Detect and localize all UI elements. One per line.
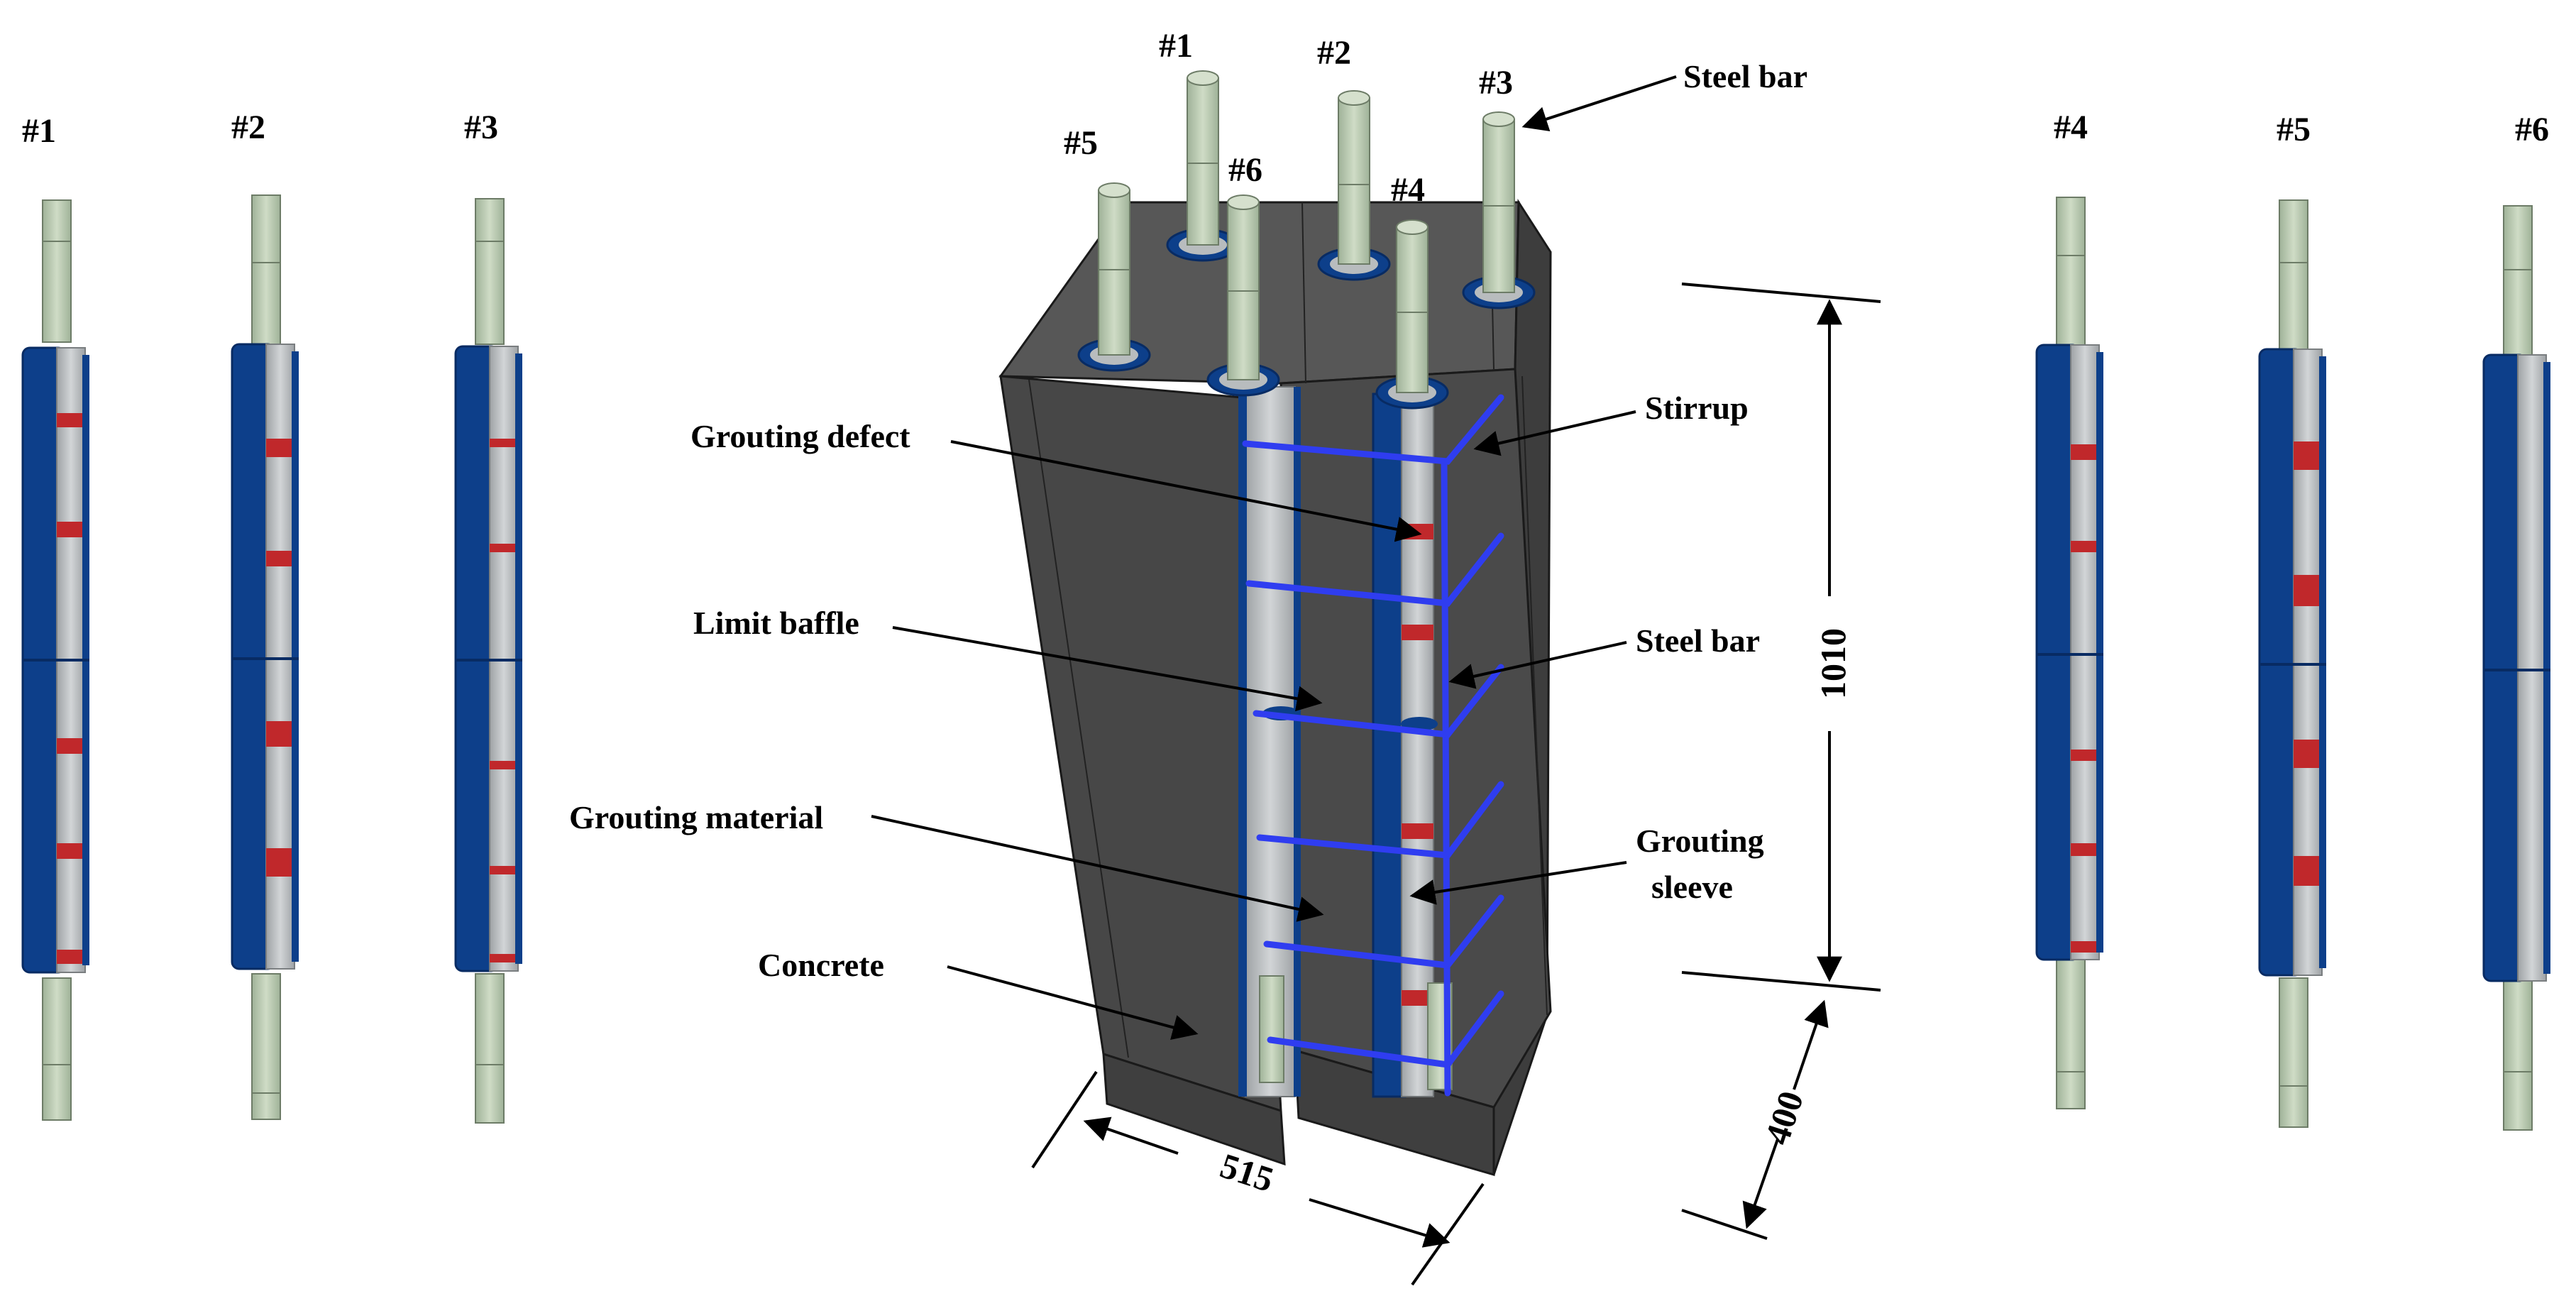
steel-bar-4 — [1396, 219, 1429, 393]
callout-steel-bar-side: Steel bar — [1636, 622, 1760, 659]
specimen-label: #4 — [2054, 109, 2088, 146]
grouting-defect — [266, 439, 292, 457]
steel-bar-2 — [1338, 90, 1370, 265]
grouting-defect — [2294, 740, 2319, 768]
grouting-defect — [266, 551, 292, 566]
grouting-sleeve — [1372, 393, 1407, 1098]
dimension-height: 1010 — [1813, 628, 1853, 699]
left-specimens: #1 #2 — [21, 109, 522, 1124]
grouting-defect — [1402, 823, 1433, 839]
callout-grouting-sleeve-line1: Grouting — [1636, 823, 1764, 859]
specimen-label: #5 — [2277, 111, 2311, 148]
specimen-3: #3 — [454, 109, 522, 1124]
grouting-defect — [2071, 941, 2096, 953]
steel-bar-3 — [1482, 111, 1515, 293]
grouting-defect — [2294, 575, 2319, 606]
grouting-defect — [2294, 856, 2319, 886]
steel-bar-1 — [1187, 70, 1219, 246]
bar-label-4: #4 — [1391, 171, 1425, 209]
specimen-3d-model: #1 #2 #3 #4 #5 #6 — [998, 27, 1552, 1176]
steel-bar-5 — [1098, 182, 1130, 356]
callout-limit-baffle: Limit baffle — [693, 605, 859, 641]
specimen-2: #2 — [231, 109, 299, 1120]
callouts: Steel bar Stirrup Grouting defect Steel … — [569, 58, 1807, 1040]
bar-label-3: #3 — [1479, 64, 1513, 101]
specimen-6: #6 — [2482, 111, 2550, 1131]
callout-grouting-sleeve-line2: sleeve — [1651, 869, 1733, 905]
callout-grouting-material: Grouting material — [569, 799, 823, 835]
grouting-defect — [490, 544, 515, 552]
grouting-defect — [2294, 441, 2319, 470]
grouting-defect — [266, 721, 292, 747]
grouting-defect — [490, 954, 515, 962]
callout-concrete: Concrete — [758, 947, 884, 983]
concrete-base — [1102, 1052, 1286, 1166]
callout-stirrup: Stirrup — [1645, 390, 1749, 426]
specimen-4: #4 — [2035, 109, 2103, 1109]
steel-bar-6 — [1227, 194, 1260, 380]
specimen-label: #2 — [231, 109, 265, 146]
steel-bars — [1098, 70, 1515, 393]
specimen-label: #6 — [2515, 111, 2549, 148]
steel-bar-bottom — [1259, 975, 1284, 1083]
grouting-defect — [57, 522, 82, 537]
grouting-defect — [2071, 541, 2096, 552]
grouting-defect — [57, 843, 82, 859]
bar-label-6: #6 — [1228, 151, 1262, 189]
specimen-label: #1 — [22, 112, 56, 150]
bar-label-2: #2 — [1317, 34, 1351, 72]
specimen-1: #1 — [21, 112, 89, 1121]
grouting-defect — [266, 848, 292, 877]
stirrups — [1242, 394, 1504, 1097]
grouting-defect — [490, 866, 515, 874]
grouting-defect — [2071, 750, 2096, 761]
grouting-defect — [1402, 990, 1433, 1006]
specimen-label: #3 — [464, 109, 498, 146]
grouting-defect — [2071, 843, 2096, 856]
right-specimens: #4 #5 — [2035, 109, 2550, 1131]
dimension-width-line-right — [1309, 1198, 1451, 1248]
dimension-depth: 400 — [1757, 1086, 1811, 1149]
grouting-defect — [490, 439, 515, 447]
grouting-defect — [57, 950, 82, 964]
callout-grouting-defect: Grouting defect — [690, 418, 910, 454]
bar-label-1: #1 — [1159, 27, 1193, 65]
dimension-depth-line-lower — [1742, 1138, 1779, 1229]
grouting-defect — [1402, 625, 1433, 640]
grouting-defect — [57, 738, 82, 754]
specimen-5: #5 — [2258, 111, 2326, 1128]
callout-steel-bar-top: Steel bar — [1683, 58, 1807, 94]
grouting-defect — [57, 413, 82, 427]
dimension-depth-line-upper — [1793, 999, 1829, 1090]
dimension-width-line-left — [1083, 1116, 1179, 1155]
bar-label-5: #5 — [1064, 124, 1098, 162]
dimensions: 1010 400 515 — [1031, 282, 1881, 1286]
grouting-defect — [2071, 444, 2096, 460]
grouting-defect — [490, 761, 515, 769]
